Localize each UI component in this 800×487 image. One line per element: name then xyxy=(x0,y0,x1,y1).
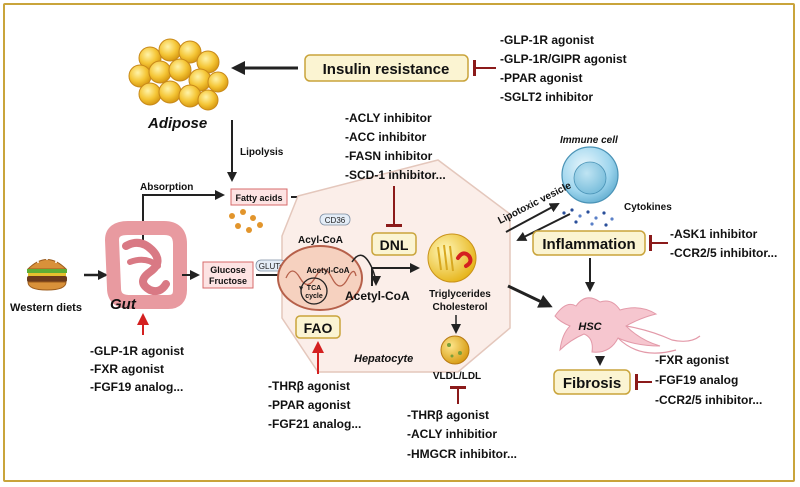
cytokines-label: Cytokines xyxy=(624,202,672,213)
mito-acetyl-coa-label: Acetyl-CoA xyxy=(306,266,349,275)
dnl-label: DNL xyxy=(380,237,409,253)
fructose-label: Fructose xyxy=(209,276,247,286)
arrow-acetyl-coa-to-lipids xyxy=(371,263,420,286)
burger-icon xyxy=(26,258,68,291)
adipose-label: Adipose xyxy=(147,115,207,132)
hsc-label: HSC xyxy=(578,321,602,333)
inflammation-drug-list: -ASK1 inhibitor -CCR2/5 inhibitor... xyxy=(670,227,777,260)
dnl-drug-list: -ACLY inhibitor -ACC inhibitor -FASN inh… xyxy=(345,111,446,182)
cd36-label: CD36 xyxy=(325,216,346,225)
fatty-acids-node: Fatty acids xyxy=(229,188,288,233)
cycle-label: cycle xyxy=(305,293,323,300)
arrow-hepatocyte-to-immune xyxy=(505,203,560,233)
western-diets-label: Western diets xyxy=(10,302,82,314)
fao-label: FAO xyxy=(304,320,333,336)
gut-drug-1: -GLP-1R agonist xyxy=(90,344,184,358)
inflammation-node: Inflammation xyxy=(532,230,646,256)
fibrosis-drug-3: -CCR2/5 inhibitor... xyxy=(655,393,762,407)
insulin-drug-1: -GLP-1R agonist xyxy=(500,33,594,47)
fibrosis-node: Fibrosis xyxy=(553,369,631,395)
fibrosis-label: Fibrosis xyxy=(563,375,621,392)
gut-drug-2: -FXR agonist xyxy=(90,362,164,376)
adipose-tissue-illustration xyxy=(128,38,229,111)
immune-cell-illustration xyxy=(561,146,619,204)
insulin-drug-3: -PPAR agonist xyxy=(500,71,582,85)
inflammation-drug-2: -CCR2/5 inhibitor... xyxy=(670,246,777,260)
fao-drug-list: -THRβ agonist -PPAR agonist -FGF21 analo… xyxy=(268,379,361,431)
gut-illustration xyxy=(105,221,187,309)
vldl-drug-2: -ACLY inhibitior xyxy=(407,427,497,441)
fao-drug-2: -PPAR agonist xyxy=(268,398,350,412)
vldl-ldl-label: VLDL/LDL xyxy=(433,371,481,382)
fibrosis-drug-1: -FXR agonist xyxy=(655,353,729,367)
acetyl-coa-label: Acetyl-CoA xyxy=(345,289,410,303)
lipid-droplet xyxy=(427,233,477,283)
vldl-drug-1: -THRβ agonist xyxy=(407,408,489,422)
lipolysis-label: Lipolysis xyxy=(240,147,284,158)
fao-drug-1: -THRβ agonist xyxy=(268,379,350,393)
dnl-drug-3: -FASN inhibitor xyxy=(345,149,433,163)
dnl-drug-2: -ACC inhibitor xyxy=(345,130,427,144)
glucose-fructose-node: Glucose Fructose xyxy=(202,261,254,289)
gut-drug-list: -GLP-1R agonist -FXR agonist -FGF19 anal… xyxy=(90,344,184,394)
dnl-node: DNL xyxy=(371,232,417,256)
fao-drug-3: -FGF21 analog... xyxy=(268,417,361,431)
glucose-label: Glucose xyxy=(210,265,246,275)
hepatocyte-label: Hepatocyte xyxy=(354,353,413,365)
vldl-drug-3: -HMGCR inhibitor... xyxy=(407,447,517,461)
hsc-cell-illustration xyxy=(554,297,701,354)
arrow-hepatocyte-to-hsc xyxy=(507,284,553,308)
vldl-particle xyxy=(440,335,470,365)
insulin-resistance-drug-list: -GLP-1R agonist -GLP-1R/GIPR agonist -PP… xyxy=(500,33,627,104)
insulin-drug-2: -GLP-1R/GIPR agonist xyxy=(500,52,627,66)
absorption-label: Absorption xyxy=(140,182,193,193)
lipotoxic-vesicle-label: Lipotoxic vesicle xyxy=(496,180,573,227)
arrow-immune-to-hepatocyte xyxy=(516,213,571,241)
inflammation-drug-1: -ASK1 inhibitor xyxy=(670,227,758,241)
insulin-drug-4: -SGLT2 inhibitor xyxy=(500,90,593,104)
gluts-label: GLUTs xyxy=(259,262,283,271)
acyl-coa-label: Acyl-CoA xyxy=(298,235,343,246)
fatty-acids-label: Fatty acids xyxy=(235,193,282,203)
gut-label: Gut xyxy=(110,296,137,313)
mitochondrion xyxy=(277,245,363,311)
fibrosis-drug-list: -FXR agonist -FGF19 analog -CCR2/5 inhib… xyxy=(655,353,762,407)
gut-drug-3: -FGF19 analog... xyxy=(90,380,183,394)
cytokine-dots xyxy=(562,208,614,227)
dnl-drug-4: -SCD-1 inhibitor... xyxy=(345,168,446,182)
fibrosis-drug-2: -FGF19 analog xyxy=(655,373,738,387)
insulin-resistance-node: Insulin resistance xyxy=(304,54,469,82)
triglycerides-label: Triglycerides xyxy=(429,289,491,300)
immune-cell-label: Immune cell xyxy=(560,135,618,146)
fao-node: FAO xyxy=(295,315,341,339)
tca-label: TCA xyxy=(307,285,321,292)
tca-cycle-arrowhead xyxy=(299,286,303,291)
cd36-transporter: CD36 xyxy=(319,213,351,226)
vldl-drug-list: -THRβ agonist -ACLY inhibitior -HMGCR in… xyxy=(407,408,517,461)
inflammation-label: Inflammation xyxy=(542,236,635,253)
cholesterol-label: Cholesterol xyxy=(432,302,487,313)
dnl-drug-1: -ACLY inhibitor xyxy=(345,111,432,125)
insulin-resistance-label: Insulin resistance xyxy=(323,61,450,78)
